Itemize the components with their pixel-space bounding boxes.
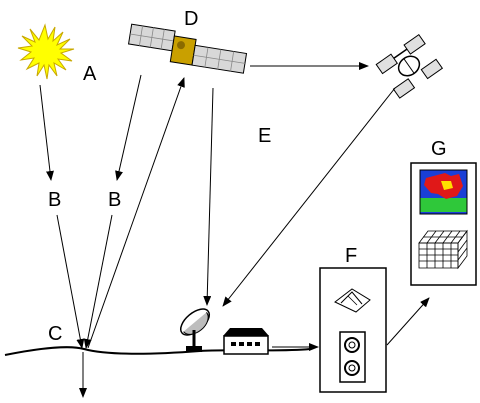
observation-satellite-icon xyxy=(127,23,248,74)
processing-box-icon xyxy=(319,267,387,393)
label-b-right: B xyxy=(108,189,121,211)
flow-arrows xyxy=(39,62,430,398)
label-b-left: B xyxy=(48,189,61,211)
output-products-icon xyxy=(410,162,477,286)
label-g: G xyxy=(431,138,447,160)
arrow-ground-to-satellite xyxy=(87,77,185,349)
receiving-station-icon xyxy=(223,328,269,355)
label-a: A xyxy=(83,63,97,85)
arrow-satellite-to-antenna xyxy=(203,87,214,306)
arrow-f-to-g xyxy=(386,297,430,346)
arrow-b-right-to-ground xyxy=(83,214,113,349)
label-f: F xyxy=(345,245,357,267)
relay-satellite-icon xyxy=(375,34,444,99)
arrow-b-left-to-ground xyxy=(56,214,85,349)
label-c: C xyxy=(48,323,62,345)
ground-antenna-icon xyxy=(180,308,210,352)
arrow-sun-to-b-left xyxy=(39,84,54,181)
sun-icon xyxy=(17,23,75,80)
arrow-relay-to-antenna xyxy=(222,87,396,307)
label-d: D xyxy=(184,8,198,30)
label-e: E xyxy=(258,125,271,147)
arrow-satellite-to-b-right xyxy=(115,74,142,181)
